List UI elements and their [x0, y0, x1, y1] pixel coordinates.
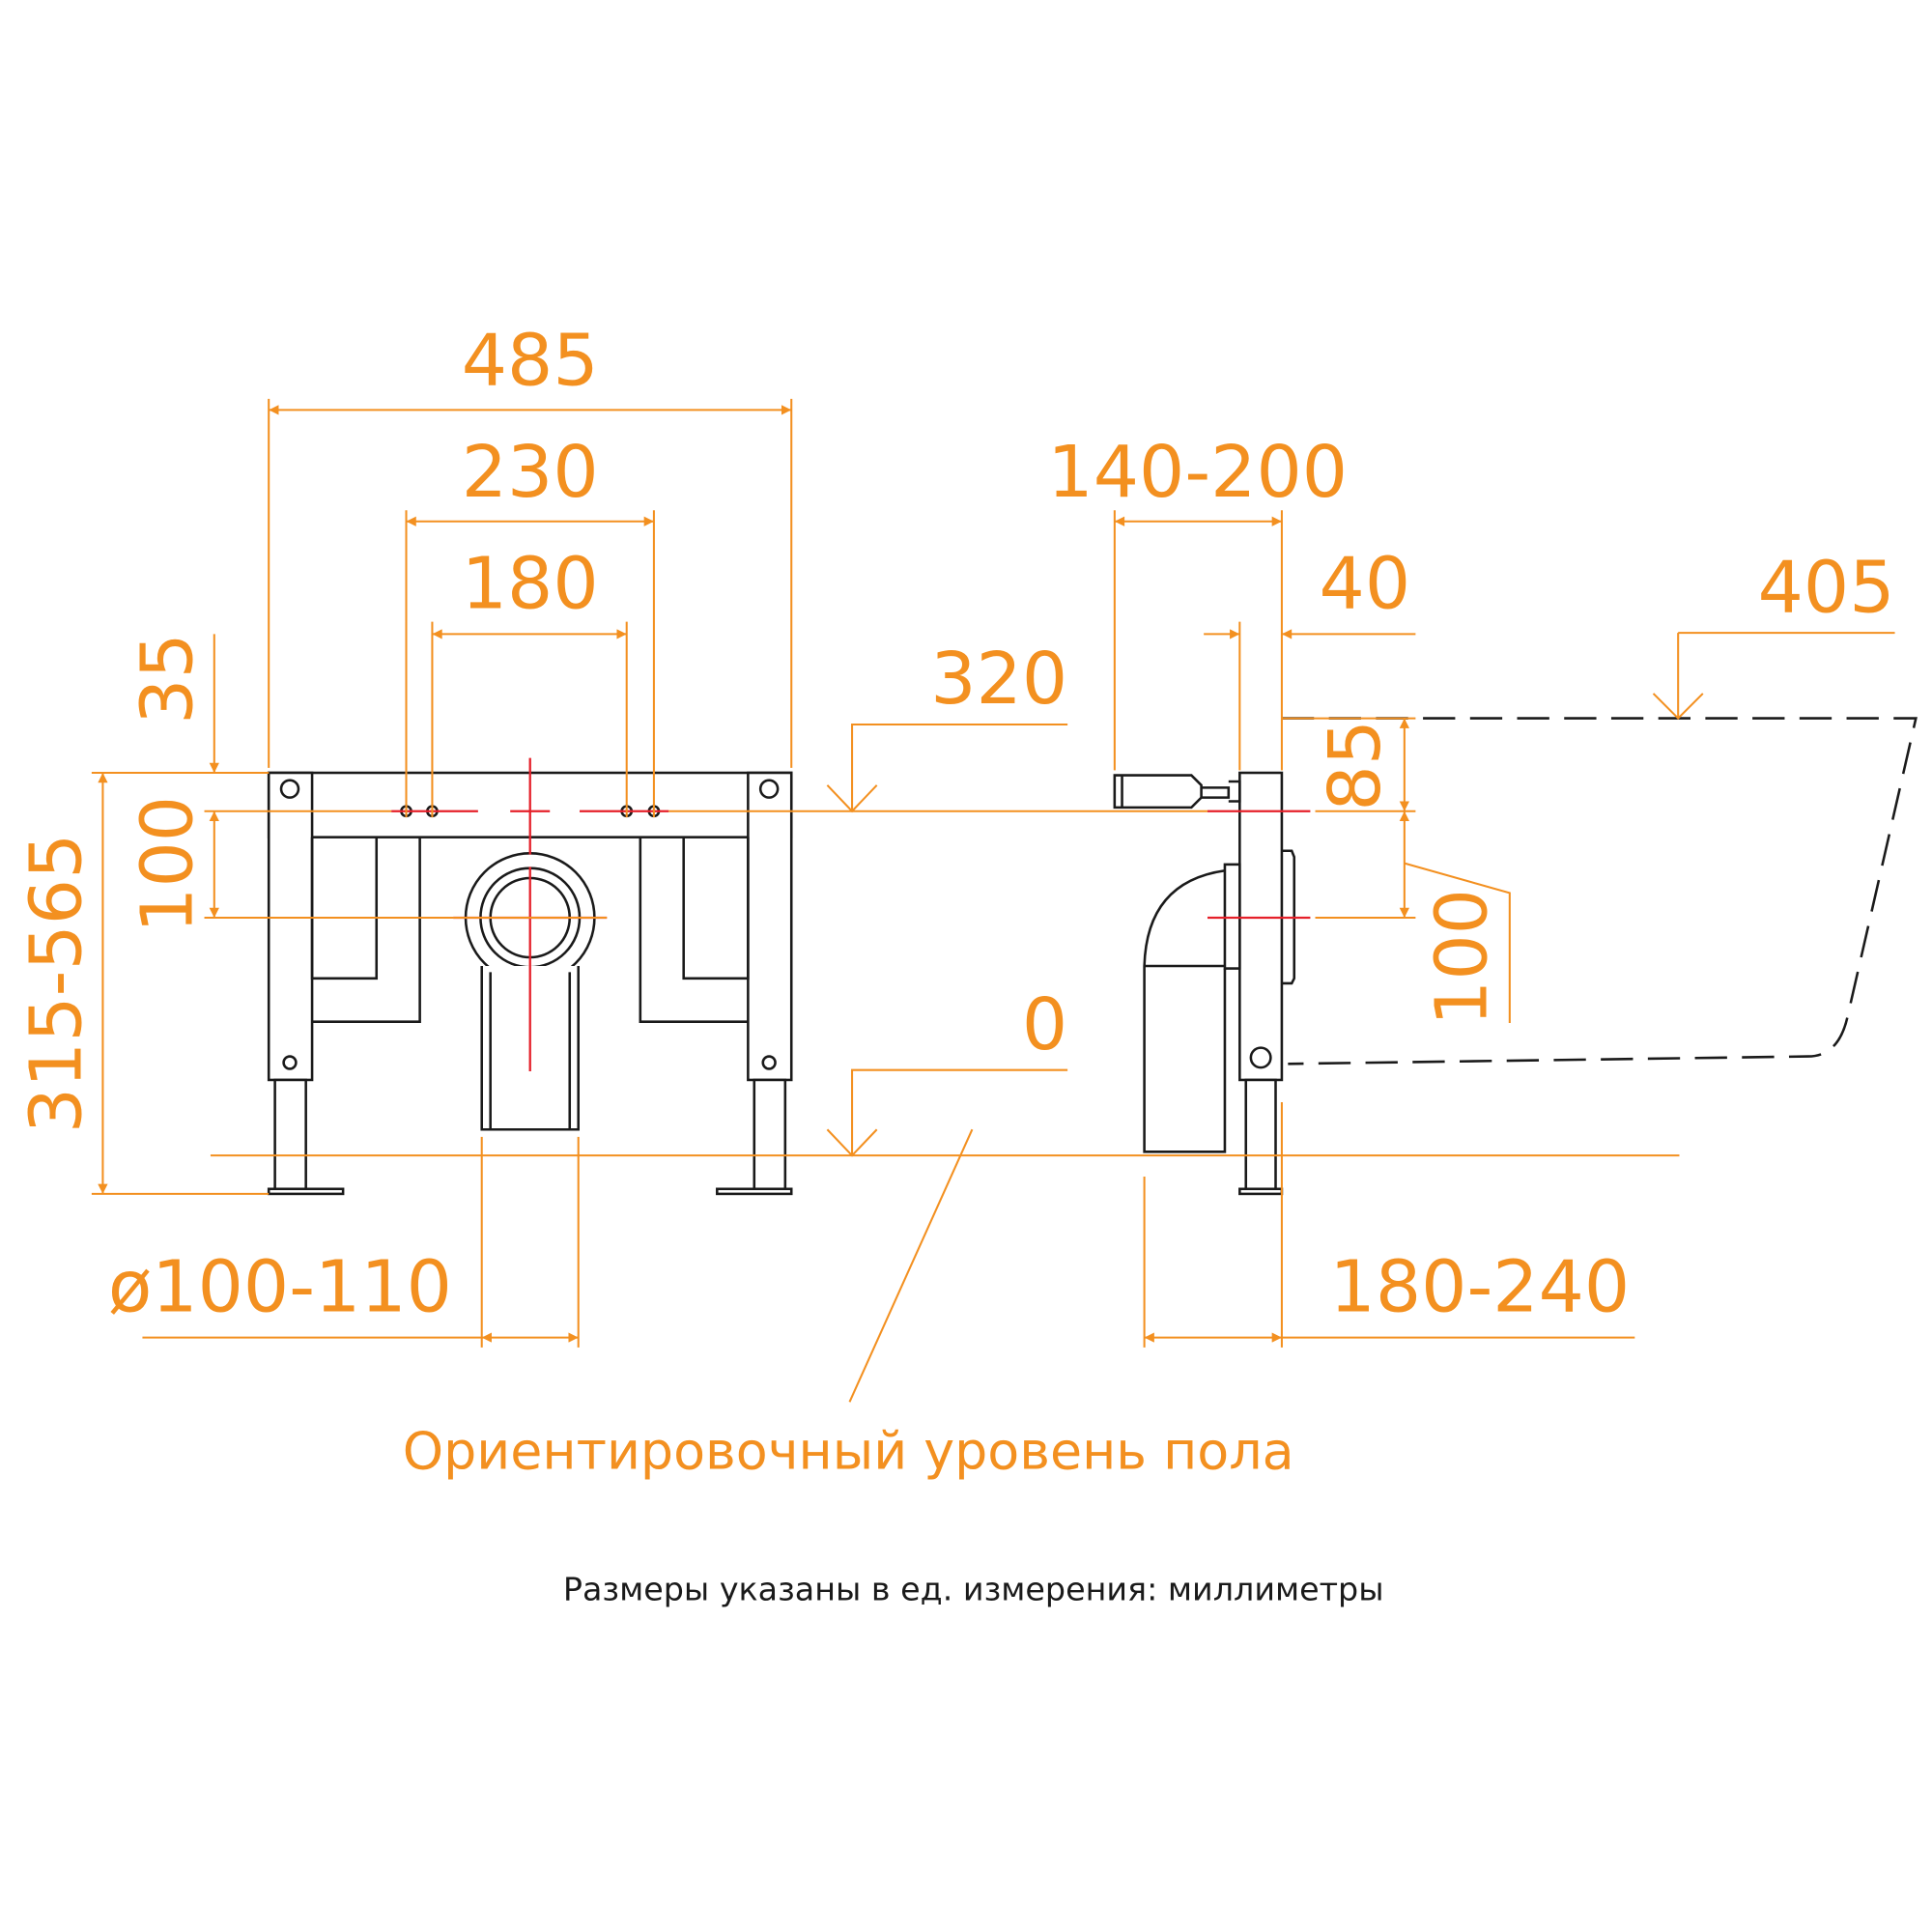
dimension-lines [91, 398, 1895, 1403]
dim-485: 485 [462, 319, 599, 403]
floor-level-label: Ориентировочный уровень пола [403, 1421, 1294, 1482]
dim-100-front: 100 [126, 796, 210, 933]
dim-180: 180 [462, 541, 599, 625]
dim-230: 230 [462, 430, 599, 514]
dim-0: 0 [1022, 982, 1067, 1066]
dim-320: 320 [930, 637, 1067, 721]
dim-100-side: 100 [1419, 889, 1503, 1026]
dim-drain-diameter: ø100-110 [108, 1245, 452, 1329]
dim-85: 85 [1313, 720, 1397, 811]
dim-40: 40 [1320, 541, 1411, 625]
front-axis-lines [391, 757, 669, 1071]
dim-180-240: 180-240 [1330, 1245, 1631, 1329]
dim-35: 35 [126, 633, 210, 724]
dim-140-200: 140-200 [1047, 430, 1348, 514]
dim-405: 405 [1758, 545, 1895, 629]
units-note: Размеры указаны в ед. измерения: миллиме… [563, 1570, 1384, 1607]
side-view-frame [1113, 717, 1918, 1196]
dim-315-565: 315-565 [14, 834, 98, 1134]
side-axis-lines [1208, 810, 1311, 920]
